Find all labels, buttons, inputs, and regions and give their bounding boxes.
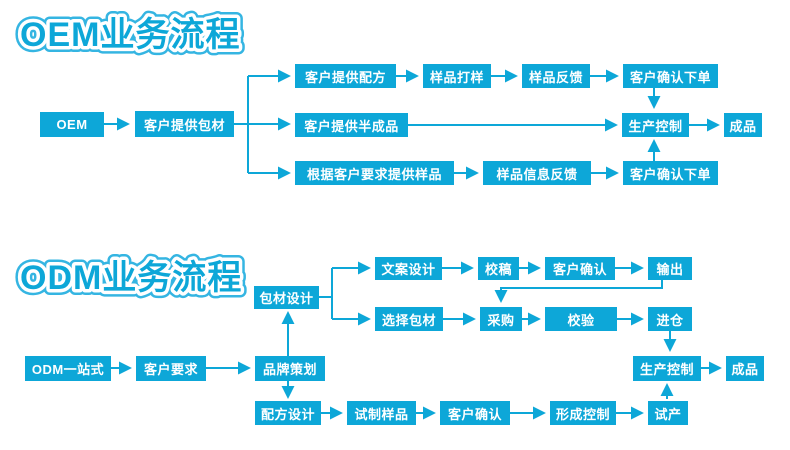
svg-text:ODM业务流程: ODM业务流程 <box>20 259 242 297</box>
node-odm-jiaoyan: 校验 <box>545 307 617 331</box>
node-oem-genju: 根据客户要求提供样品 <box>295 161 454 185</box>
node-oem: OEM <box>40 112 104 137</box>
node-oem-bancheng: 客户提供半成品 <box>295 113 408 137</box>
node-odm: ODM一站式 <box>25 356 111 381</box>
node-odm-xingcheng: 形成控制 <box>550 401 616 425</box>
node-odm-shuchu: 输出 <box>648 257 692 280</box>
node-odm-shengchan: 生产控制 <box>633 356 701 381</box>
node-oem-xinxi: 样品信息反馈 <box>483 161 591 185</box>
node-odm-queren-d: 客户确认 <box>440 401 510 425</box>
node-oem-fankui: 样品反馈 <box>522 64 590 88</box>
oem-section-title: OEM业务流程 OEM业务流程 OEM业务流程 <box>14 10 245 60</box>
node-oem-queren1: 客户确认下单 <box>623 64 718 88</box>
node-odm-shichan: 试产 <box>648 401 688 425</box>
node-odm-caigou: 采购 <box>480 307 522 331</box>
node-odm-xuanze: 选择包材 <box>375 307 443 331</box>
node-oem-peifang: 客户提供配方 <box>295 64 396 88</box>
node-odm-queren-a: 客户确认 <box>545 257 615 280</box>
node-odm-pinpai: 品牌策划 <box>255 356 325 381</box>
node-oem-baocai: 客户提供包材 <box>135 111 234 137</box>
node-oem-queren2: 客户确认下单 <box>623 161 718 185</box>
svg-text:ODM业务流程: ODM业务流程 <box>20 259 242 297</box>
node-odm-baocai-sheji: 包材设计 <box>254 286 319 309</box>
conn-shuchu-to-caigou <box>494 280 663 303</box>
node-odm-chengpin: 成品 <box>726 356 764 381</box>
node-oem-chengpin: 成品 <box>724 113 762 137</box>
node-oem-shengchan: 生产控制 <box>622 113 689 137</box>
svg-text:ODM业务流程: ODM业务流程 <box>20 259 242 297</box>
node-odm-wenan: 文案设计 <box>375 257 442 280</box>
node-odm-jincang: 进仓 <box>648 307 692 331</box>
svg-text:OEM业务流程: OEM业务流程 <box>20 16 240 54</box>
odm-section-title: ODM业务流程 ODM业务流程 ODM业务流程 <box>14 253 247 303</box>
node-odm-peifang-sheji: 配方设计 <box>255 401 321 425</box>
node-odm-shizhi: 试制样品 <box>347 401 416 425</box>
node-odm-jiaogao: 校稿 <box>478 257 519 280</box>
svg-text:OEM业务流程: OEM业务流程 <box>20 16 240 54</box>
node-odm-yaoqiu: 客户要求 <box>136 356 206 381</box>
node-oem-dayang: 样品打样 <box>423 64 491 88</box>
svg-text:OEM业务流程: OEM业务流程 <box>20 16 240 54</box>
